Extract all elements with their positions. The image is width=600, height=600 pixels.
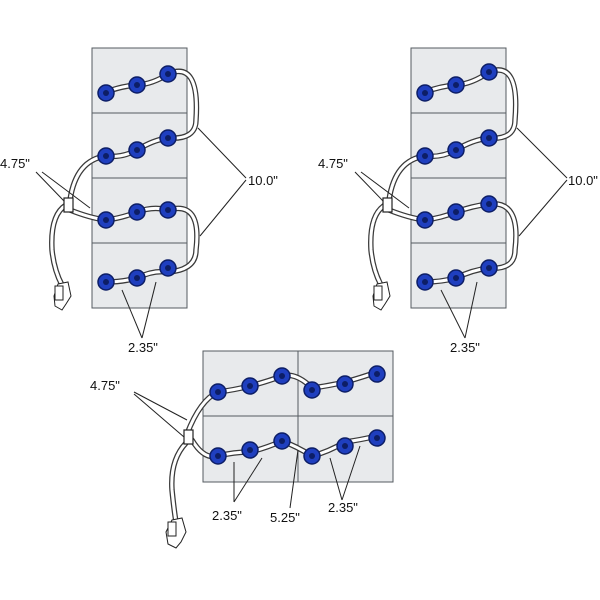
config-top-left: 4.75" 10.0" 2.35": [0, 47, 278, 355]
watering-valve-cap-icon: [209, 447, 227, 465]
watering-valve-cap-icon: [480, 129, 498, 147]
watering-valve-cap-icon: [480, 259, 498, 277]
caps-top-left: [97, 65, 177, 291]
watering-valve-cap-icon: [97, 147, 115, 165]
watering-valve-cap-icon: [336, 375, 354, 393]
watering-valve-cap-icon: [128, 203, 146, 221]
watering-valve-cap-icon: [159, 129, 177, 147]
watering-valve-cap-icon: [97, 211, 115, 229]
config-top-right: 4.75" 10.0" 2.35": [318, 47, 598, 355]
fill-plug-top-left: [53, 281, 72, 311]
cap-spacing-label: 2.35": [128, 340, 158, 355]
watering-valve-cap-icon: [303, 381, 321, 399]
watering-valve-cap-icon: [480, 63, 498, 81]
tee-length-label: 4.75": [0, 156, 30, 171]
config-bottom: 4.75" 2.35" 5.25" 2.35": [90, 350, 394, 549]
caps-top-right: [416, 63, 498, 291]
battery-grid-bottom: [202, 350, 394, 483]
watering-valve-cap-icon: [368, 429, 386, 447]
watering-valve-cap-icon: [128, 141, 146, 159]
watering-valve-cap-icon: [241, 377, 259, 395]
watering-valve-cap-icon: [447, 269, 465, 287]
caps-bottom: [209, 365, 386, 465]
watering-valve-cap-icon: [97, 273, 115, 291]
watering-valve-cap-icon: [273, 367, 291, 385]
watering-valve-cap-icon: [416, 147, 434, 165]
cap-spacing-label: 2.35": [450, 340, 480, 355]
plug-fitting: [167, 521, 177, 537]
leaders-bottom: [133, 391, 361, 509]
cap-spacing-label-left: 2.35": [212, 508, 242, 523]
watering-valve-cap-icon: [209, 383, 227, 401]
watering-valve-cap-icon: [128, 269, 146, 287]
watering-valve-cap-icon: [368, 365, 386, 383]
cell-jumper-length-label: 5.25": [270, 510, 300, 525]
watering-valve-cap-icon: [97, 84, 115, 102]
watering-valve-cap-icon: [416, 211, 434, 229]
tee-fitting: [183, 429, 194, 445]
leaders-top-left: [35, 127, 247, 339]
tee-length-label: 4.75": [90, 378, 120, 393]
watering-valve-cap-icon: [416, 84, 434, 102]
watering-valve-cap-icon: [336, 437, 354, 455]
jumper-length-label: 10.0": [248, 173, 278, 188]
fill-plug-top-right: [372, 281, 391, 311]
watering-valve-cap-icon: [241, 441, 259, 459]
plug-fitting: [54, 285, 64, 301]
tee-length-label: 4.75": [318, 156, 348, 171]
leaders-top-right: [354, 127, 568, 339]
tee-fitting: [382, 197, 393, 213]
watering-valve-cap-icon: [273, 432, 291, 450]
watering-valve-cap-icon: [159, 65, 177, 83]
jumper-length-label: 10.0": [568, 173, 598, 188]
watering-valve-cap-icon: [303, 447, 321, 465]
watering-valve-cap-icon: [447, 141, 465, 159]
watering-valve-cap-icon: [416, 273, 434, 291]
cap-spacing-label-right: 2.35": [328, 500, 358, 515]
watering-valve-cap-icon: [159, 201, 177, 219]
plug-fitting: [373, 285, 383, 301]
watering-valve-cap-icon: [447, 203, 465, 221]
watering-valve-cap-icon: [128, 76, 146, 94]
watering-valve-cap-icon: [159, 259, 177, 277]
watering-valve-cap-icon: [447, 76, 465, 94]
fill-plug-bottom: [165, 517, 187, 549]
watering-valve-cap-icon: [480, 195, 498, 213]
tee-fitting: [63, 197, 74, 213]
